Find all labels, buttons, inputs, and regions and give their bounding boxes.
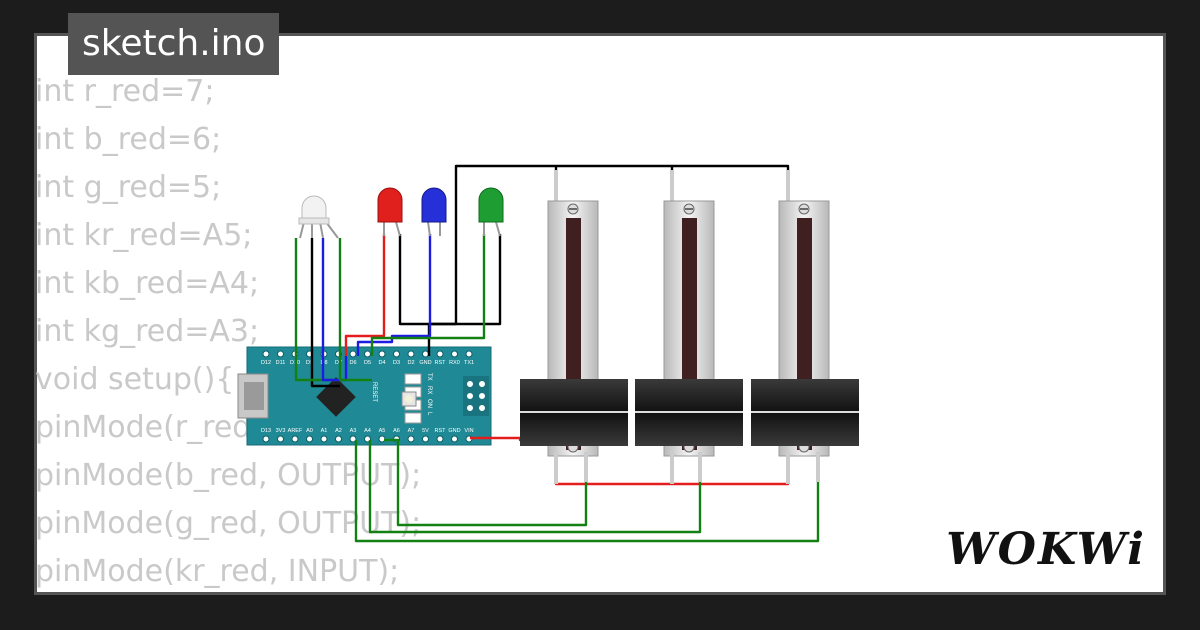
- pin-label: A2: [335, 428, 342, 434]
- pin-5v[interactable]: [422, 435, 429, 443]
- pin-label: GND: [448, 428, 460, 434]
- pin-a7[interactable]: [407, 435, 415, 443]
- pin-label: A0: [306, 428, 313, 434]
- pin-d5[interactable]: [364, 350, 371, 358]
- pin-label: A3: [350, 428, 357, 434]
- code-line: int b_red=6;: [35, 122, 222, 157]
- code-line: int kb_red=A4;: [35, 266, 260, 301]
- code-line: int kr_red=A5;: [35, 218, 253, 253]
- pin-d6[interactable]: [349, 350, 357, 358]
- usb-port-inner: [244, 382, 264, 410]
- pin-label: D2: [407, 360, 414, 366]
- pin-label: D11: [276, 360, 286, 366]
- l-label: L: [426, 412, 432, 416]
- pin-label: A4: [364, 428, 371, 434]
- pin-label: D4: [378, 360, 385, 366]
- pin-rst[interactable]: [436, 435, 444, 443]
- code-line: pinMode(kr_red, INPUT);: [35, 554, 400, 589]
- pin-gnd[interactable]: [422, 350, 429, 358]
- slide-potentiometer-2[interactable]: [635, 170, 743, 484]
- pin-label: A7: [408, 428, 415, 434]
- pin-a2[interactable]: [335, 435, 342, 443]
- pin-label: RST: [435, 360, 447, 366]
- pin-aref[interactable]: [291, 435, 299, 443]
- pin-label: D7: [335, 360, 342, 366]
- pin-label: RST: [435, 428, 447, 434]
- pot2-wiper-wire: [368, 440, 702, 534]
- code-line: int g_red=5;: [35, 170, 222, 205]
- pin-rst[interactable]: [436, 350, 444, 358]
- rgb-blue-wire: [321, 238, 348, 382]
- pin-label: 3V3: [276, 428, 286, 434]
- pin-label: TX1: [464, 360, 474, 366]
- pin-d4[interactable]: [378, 350, 386, 358]
- pin-label: D6: [349, 360, 356, 366]
- pin-tx1[interactable]: [465, 350, 473, 358]
- pin-3v3[interactable]: [277, 435, 284, 443]
- code-line: int kg_red=A3;: [35, 314, 260, 349]
- pin-label: A1: [321, 428, 328, 434]
- red-led[interactable]: [377, 187, 403, 237]
- slide-potentiometer-3[interactable]: [751, 170, 859, 484]
- led-green-wire: [370, 234, 486, 356]
- pin-gnd[interactable]: [451, 435, 458, 443]
- reset-button-cap: [405, 395, 413, 403]
- ground-wire: [429, 234, 502, 326]
- pin-label: D5: [364, 360, 371, 366]
- pin-label: D13: [261, 428, 271, 434]
- pin-label: A5: [379, 428, 386, 434]
- slide-potentiometer-1[interactable]: [520, 170, 628, 484]
- preview-card: [34, 33, 1166, 595]
- code-line: void setup(){: [35, 362, 235, 397]
- green-led[interactable]: [478, 187, 504, 237]
- rx-label: RX: [426, 386, 432, 394]
- pin-label: D9: [306, 360, 313, 366]
- pin-label: AREF: [288, 428, 303, 434]
- led-indicator-l: [404, 412, 422, 424]
- pin-label: GND: [419, 360, 431, 366]
- pin-label: VIN: [464, 428, 473, 434]
- on-label: ON: [426, 399, 432, 408]
- pin-label: D12: [261, 360, 271, 366]
- pin-label: A6: [393, 428, 400, 434]
- pin-rx0[interactable]: [451, 350, 458, 358]
- rgb-green-wire: [338, 238, 372, 382]
- tx-label: TX: [426, 373, 432, 381]
- file-tab[interactable]: sketch.ino: [68, 13, 280, 75]
- pin-d13[interactable]: [262, 435, 270, 443]
- pin-d12[interactable]: [262, 350, 270, 358]
- icsp-header: [463, 376, 489, 416]
- pin-a0[interactable]: [306, 435, 313, 443]
- wokwi-logo: WOKWi: [946, 524, 1146, 575]
- pin-label: RX0: [449, 360, 460, 366]
- pin-label: D3: [393, 360, 400, 366]
- pin-d3[interactable]: [393, 350, 400, 358]
- ground-wire: [310, 365, 340, 388]
- led-indicator-tx: [404, 373, 422, 385]
- rgb-led[interactable]: [298, 195, 339, 239]
- blue-led[interactable]: [421, 187, 447, 237]
- pin-d2[interactable]: [407, 350, 415, 358]
- pin-a3[interactable]: [349, 435, 357, 443]
- pot1-wiper-wire: [384, 438, 588, 527]
- led-red-wire: [344, 234, 386, 356]
- pin-label: 5V: [422, 428, 429, 434]
- ground-wire: [398, 234, 431, 356]
- pin-d11[interactable]: [277, 350, 284, 358]
- reset-label: RESET: [371, 382, 377, 402]
- code-line: int r_red=7;: [35, 74, 215, 109]
- pin-a1[interactable]: [320, 435, 328, 443]
